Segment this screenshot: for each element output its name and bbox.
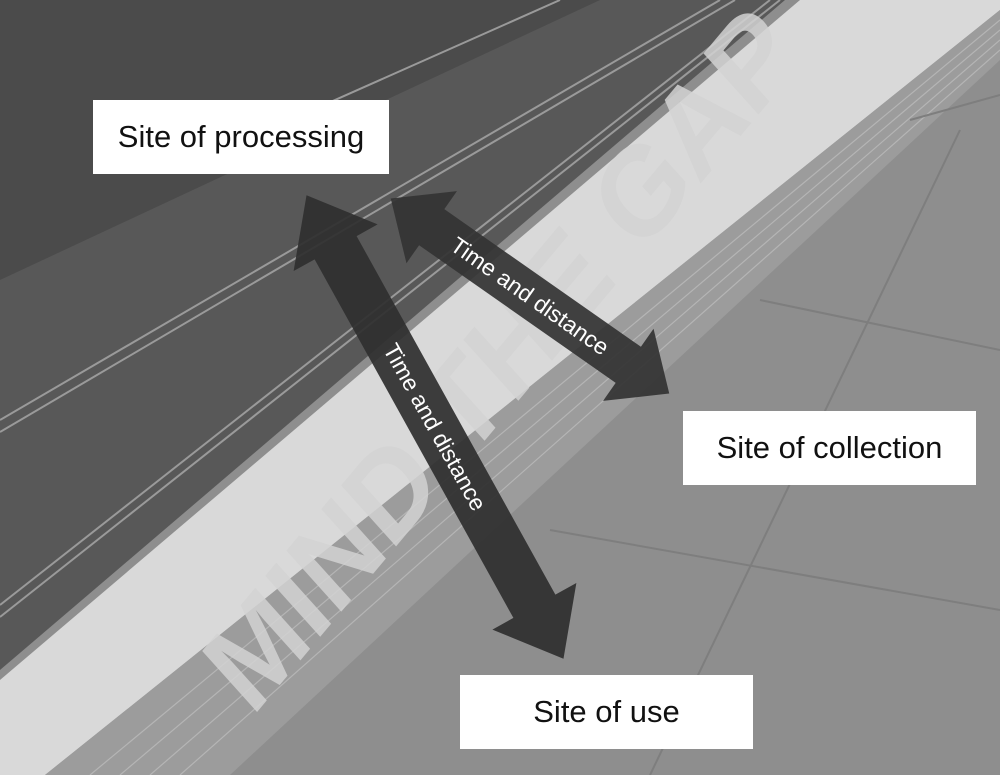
site-of-collection-label: Site of collection: [716, 430, 943, 465]
site-of-processing-box: Site of processing: [93, 100, 389, 174]
arrow-label-collection: Time and distance: [446, 232, 614, 361]
stripe-grooves: [89, 19, 1000, 775]
warning-stripe: [45, 10, 1000, 775]
arrow-label-use: Time and distance: [378, 339, 491, 515]
site-of-use-box: Site of use: [460, 675, 753, 749]
site-of-collection-box: Site of collection: [683, 411, 976, 485]
site-of-use-label: Site of use: [533, 694, 680, 729]
site-of-processing-label: Site of processing: [117, 119, 365, 154]
